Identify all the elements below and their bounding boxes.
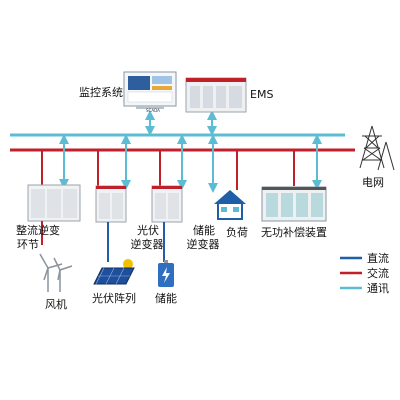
rectifier-label-line1: 整流逆变 <box>16 224 60 237</box>
power-tower-icon <box>359 125 395 171</box>
pv-inverter-label-line2: 逆变器 <box>130 238 164 251</box>
legend-lines <box>340 256 362 290</box>
grid-label: 电网 <box>362 176 384 189</box>
rectifier-cabinet-icon <box>27 184 81 222</box>
top-comm-links <box>145 110 217 136</box>
pv-inverter-icon <box>95 185 127 223</box>
ems-cabinet-icon <box>185 77 247 113</box>
dc-links <box>107 222 165 262</box>
load-label: 负荷 <box>226 226 248 239</box>
solar-panel-icon <box>93 259 135 285</box>
legend-ac-label: 交流 <box>367 267 389 280</box>
pv-inverter-label-line1: 光伏 <box>137 224 159 237</box>
storage-inverter-icon <box>151 185 183 223</box>
ems-label: EMS <box>250 88 274 101</box>
wind-turbine-icon <box>39 253 73 292</box>
monitor-system-label: 监控系统 <box>79 86 123 99</box>
ac-drops <box>41 150 295 190</box>
scada-caption: SCADA <box>146 108 160 113</box>
reactive-compensator-label: 无功补偿装置 <box>261 226 327 239</box>
storage-inverter-label-line1: 储能 <box>193 224 215 237</box>
wind-label: 风机 <box>45 298 67 311</box>
storage-inverter-label-line2: 逆变器 <box>186 238 220 251</box>
legend-dc-label: 直流 <box>367 252 389 265</box>
storage-label: 储能 <box>155 292 177 305</box>
device-comm-links <box>59 134 322 193</box>
rectifier-label-line2: 环节 <box>17 238 39 251</box>
legend-comm-label: 通讯 <box>367 282 389 295</box>
house-icon <box>214 190 246 220</box>
pv-array-label: 光伏阵列 <box>92 292 136 305</box>
reactive-compensator-icon <box>261 186 327 222</box>
monitor-screens-icon <box>123 71 177 109</box>
battery-icon <box>158 260 174 287</box>
